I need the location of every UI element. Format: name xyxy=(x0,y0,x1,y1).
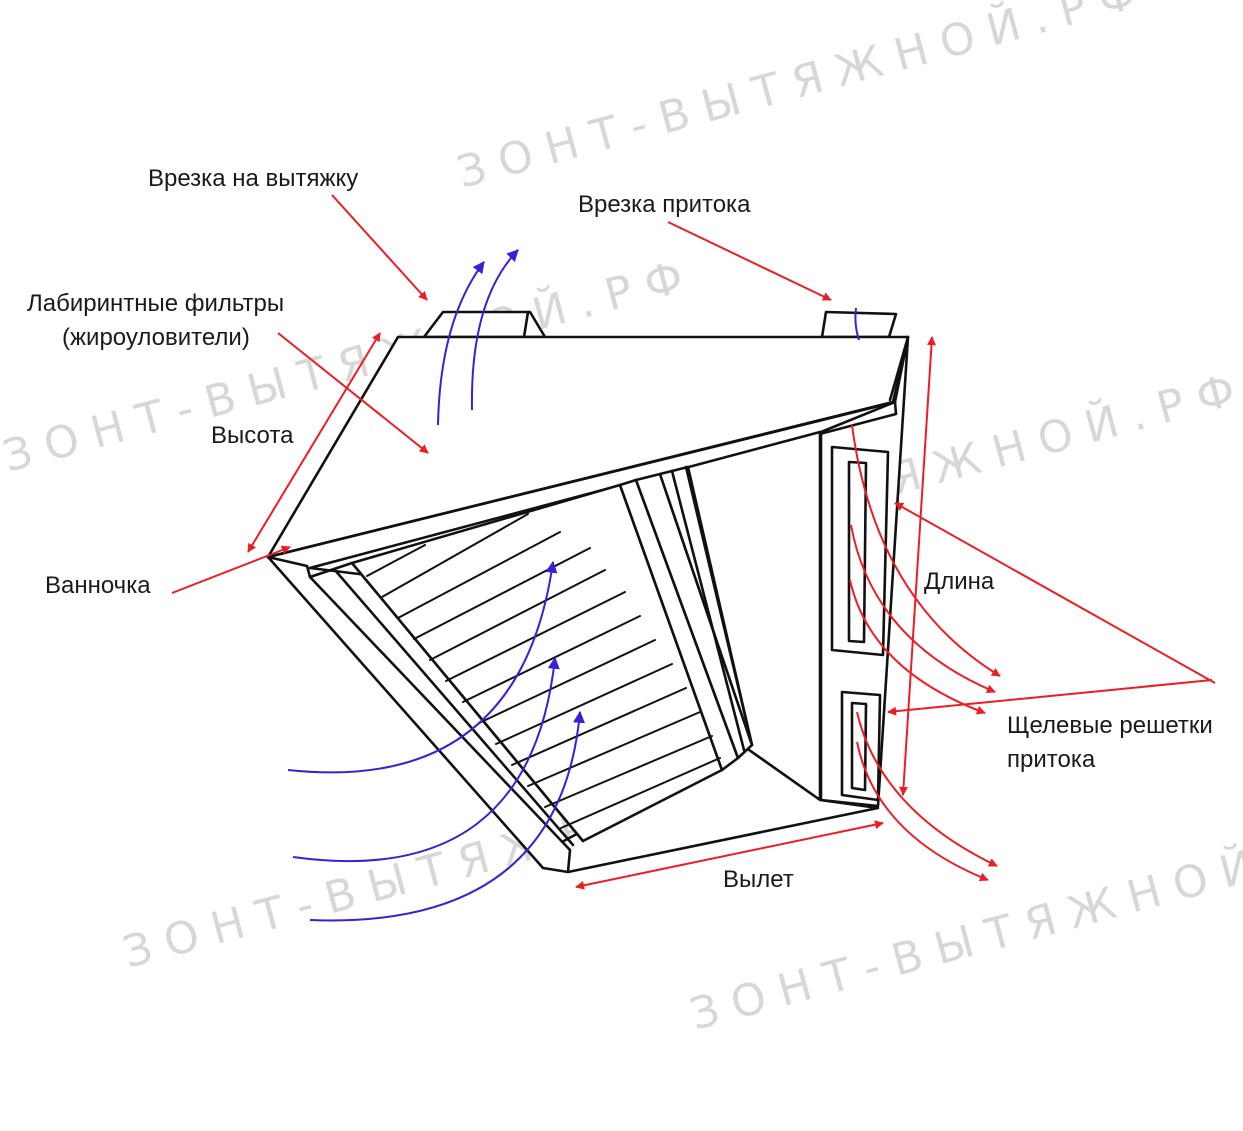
dimension-height xyxy=(247,332,381,553)
label-tray: Ванночка xyxy=(45,572,151,599)
leader-slot-grille-lower xyxy=(887,679,1213,716)
airflow-intake-2 xyxy=(292,656,560,863)
supply-cutout-shape xyxy=(820,310,898,339)
annotations xyxy=(171,194,1216,890)
dimension-overhang xyxy=(575,820,884,890)
hood-body xyxy=(266,310,910,874)
watermark-1: ЗОНТ-ВЫТЯЖНОЙ.РФ xyxy=(451,0,1156,199)
label-filters-line1: Лабиринтные фильтры xyxy=(27,290,284,317)
watermark-5: ЗОНТ-ВЫТЯЖНОЙ.РФ xyxy=(684,804,1243,1040)
labels: Врезка на вытяжку Врезка притока Лабирин… xyxy=(27,165,1213,893)
label-height: Высота xyxy=(211,422,294,449)
airflow-intake-1 xyxy=(287,560,558,774)
label-length: Длина xyxy=(924,568,995,595)
airflow-arrows xyxy=(287,249,860,922)
label-slot-grilles-line2: притока xyxy=(1007,746,1096,773)
slot-grilles xyxy=(830,445,890,802)
tray-rim-left xyxy=(266,555,572,874)
dimension-length xyxy=(899,336,936,796)
label-overhang: Вылет xyxy=(723,866,794,893)
airflow-exhaust-2 xyxy=(470,249,519,411)
airflow-supply-in xyxy=(854,307,860,341)
leader-slot-grille-upper xyxy=(894,502,1216,684)
label-supply-cutout: Врезка притока xyxy=(578,191,751,218)
leader-exhaust-cutout xyxy=(331,194,428,301)
leader-tray xyxy=(171,545,291,594)
label-filters-line2: (жироуловители) xyxy=(62,324,250,351)
airflow-exhaust-1 xyxy=(437,261,485,426)
leader-supply-cutout xyxy=(667,221,832,301)
airflow-intake-3 xyxy=(309,710,585,922)
label-slot-grilles-line1: Щелевые решетки xyxy=(1007,712,1213,739)
supply-flow-arrows xyxy=(849,424,1001,882)
label-exhaust-cutout: Врезка на вытяжку xyxy=(148,165,358,192)
